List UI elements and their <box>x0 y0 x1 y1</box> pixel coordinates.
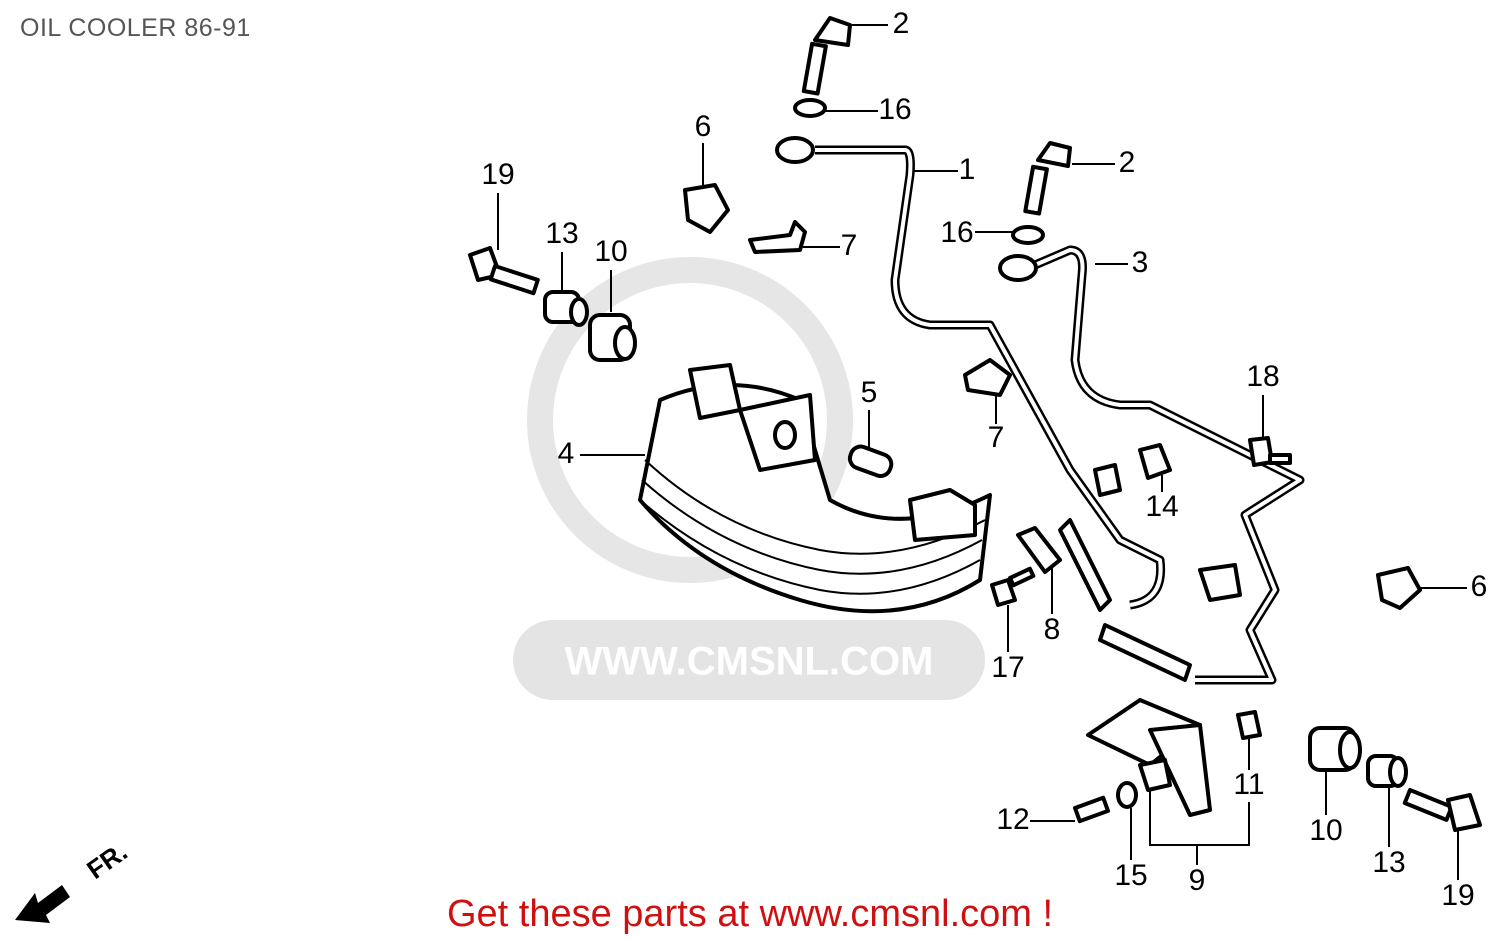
callout-7: 7 <box>988 421 1005 454</box>
leader-lines <box>497 24 1467 880</box>
callout-10: 10 <box>1309 814 1342 847</box>
bolt-19-left <box>468 246 540 296</box>
callout-2: 2 <box>893 7 910 40</box>
washer-16-top <box>793 98 827 118</box>
pipe-joint <box>1093 463 1122 497</box>
footer-link-text[interactable]: Get these parts at www.cmsnl.com ! <box>446 893 1054 935</box>
clamp-7-mid <box>963 358 1012 397</box>
callout-3: 3 <box>1132 246 1149 279</box>
bolt-18 <box>1248 436 1292 467</box>
callout-5: 5 <box>861 376 878 409</box>
callout-6: 6 <box>695 110 712 143</box>
front-marker: FR. <box>81 836 133 885</box>
bolt-2-right <box>1023 141 1072 216</box>
washer-16-right <box>1011 225 1045 245</box>
callout-16: 16 <box>940 216 973 249</box>
clip-11 <box>1236 710 1262 740</box>
bolt-19-right <box>1402 788 1482 832</box>
callout-15: 15 <box>1114 859 1147 892</box>
nut-6-right <box>1376 566 1422 610</box>
callout-2: 2 <box>1119 146 1136 179</box>
callout-17: 17 <box>991 651 1024 684</box>
bolt-12 <box>1073 795 1110 824</box>
callout-14: 14 <box>1145 490 1178 523</box>
callout-18: 18 <box>1246 360 1279 393</box>
callout-9: 9 <box>1189 864 1206 897</box>
collar-13-left <box>543 290 589 327</box>
grommet-10-left <box>588 313 637 362</box>
collar-13-right <box>1366 754 1408 788</box>
diagram-title: OIL COOLER 86-91 <box>20 14 251 42</box>
callout-12: 12 <box>996 803 1029 836</box>
callout-7: 7 <box>841 229 858 262</box>
clamp-7-top <box>748 220 807 254</box>
bolt-17 <box>990 566 1036 607</box>
callout-13: 13 <box>1372 846 1405 879</box>
callout-16: 16 <box>878 93 911 126</box>
spacer-5 <box>847 444 894 478</box>
callout-1: 1 <box>959 153 976 186</box>
bolt-2-top <box>801 16 852 96</box>
grommet-10-right <box>1308 726 1362 772</box>
callout-10: 10 <box>594 235 627 268</box>
nut-6-top <box>683 183 730 234</box>
oil-cooler-4 <box>638 363 992 614</box>
callout-19: 19 <box>1441 879 1474 912</box>
callout-6: 6 <box>1471 570 1488 603</box>
callout-8: 8 <box>1044 613 1061 646</box>
callout-11: 11 <box>1233 768 1264 801</box>
nut-14 <box>1138 443 1172 480</box>
oil-pipe-3 <box>998 245 1305 685</box>
bracket-9 <box>1086 698 1212 817</box>
callout-19: 19 <box>481 158 514 191</box>
watermark-text: WWW.CMSNL.COM <box>565 640 934 684</box>
watermark: WWW.CMSNL.COM <box>513 257 985 700</box>
washer-15 <box>1116 781 1138 809</box>
callout-4: 4 <box>558 437 575 470</box>
callout-labels: 2 16 6 1 2 19 16 13 10 7 3 18 5 7 4 14 6… <box>481 7 1487 912</box>
callout-13: 13 <box>545 217 578 250</box>
clamp-8 <box>1016 526 1062 574</box>
oil-pipe-1 <box>775 136 1166 610</box>
